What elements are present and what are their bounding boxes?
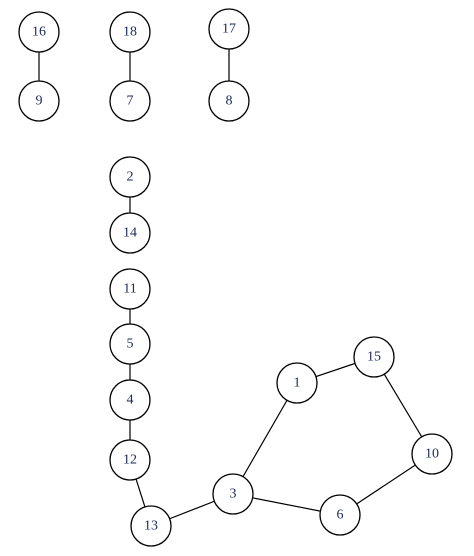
edge-3-1 [232, 382, 298, 495]
node-circle-6 [319, 494, 361, 536]
node-label-2: 2 [127, 170, 134, 185]
node-circle-2 [109, 156, 151, 198]
node-14: 14 [109, 212, 151, 254]
node-circle-15 [353, 336, 395, 378]
node-circle-10 [411, 433, 453, 475]
node-11: 11 [109, 268, 151, 310]
node-circle-3 [212, 473, 254, 515]
node-label-10: 10 [425, 447, 439, 462]
node-1: 1 [276, 362, 318, 404]
node-13: 13 [130, 505, 172, 547]
node-circle-5 [109, 323, 151, 365]
node-9: 9 [18, 80, 60, 122]
node-circle-11 [109, 268, 151, 310]
node-label-5: 5 [127, 337, 134, 352]
node-label-16: 16 [32, 25, 46, 40]
node-12: 12 [109, 439, 151, 481]
node-circle-7 [109, 80, 151, 122]
node-7: 7 [109, 80, 151, 122]
node-circle-1 [276, 362, 318, 404]
node-5: 5 [109, 323, 151, 365]
node-6: 6 [319, 494, 361, 536]
node-circle-17 [208, 8, 250, 50]
node-label-9: 9 [36, 94, 43, 109]
node-circle-9 [18, 80, 60, 122]
node-label-1: 1 [294, 376, 301, 391]
node-10: 10 [411, 433, 453, 475]
node-circle-16 [18, 11, 60, 53]
node-circle-12 [109, 439, 151, 481]
node-2: 2 [109, 156, 151, 198]
node-label-17: 17 [222, 22, 236, 37]
node-3: 3 [212, 473, 254, 515]
node-label-4: 4 [127, 393, 134, 408]
node-18: 18 [109, 11, 151, 53]
node-label-8: 8 [226, 94, 233, 109]
node-label-13: 13 [144, 519, 158, 534]
node-label-12: 12 [123, 453, 137, 468]
node-circle-13 [130, 505, 172, 547]
node-circle-18 [109, 11, 151, 53]
node-circle-8 [208, 80, 250, 122]
node-label-14: 14 [123, 226, 137, 241]
node-label-15: 15 [367, 350, 381, 365]
node-17: 17 [208, 8, 250, 50]
node-label-11: 11 [123, 282, 136, 297]
node-circle-14 [109, 212, 151, 254]
node-15: 15 [353, 336, 395, 378]
node-label-3: 3 [230, 487, 237, 502]
node-8: 8 [208, 80, 250, 122]
node-circle-4 [109, 379, 151, 421]
node-label-7: 7 [127, 94, 134, 109]
node-label-6: 6 [337, 508, 344, 523]
node-4: 4 [109, 379, 151, 421]
node-label-18: 18 [123, 25, 137, 40]
node-16: 16 [18, 11, 60, 53]
